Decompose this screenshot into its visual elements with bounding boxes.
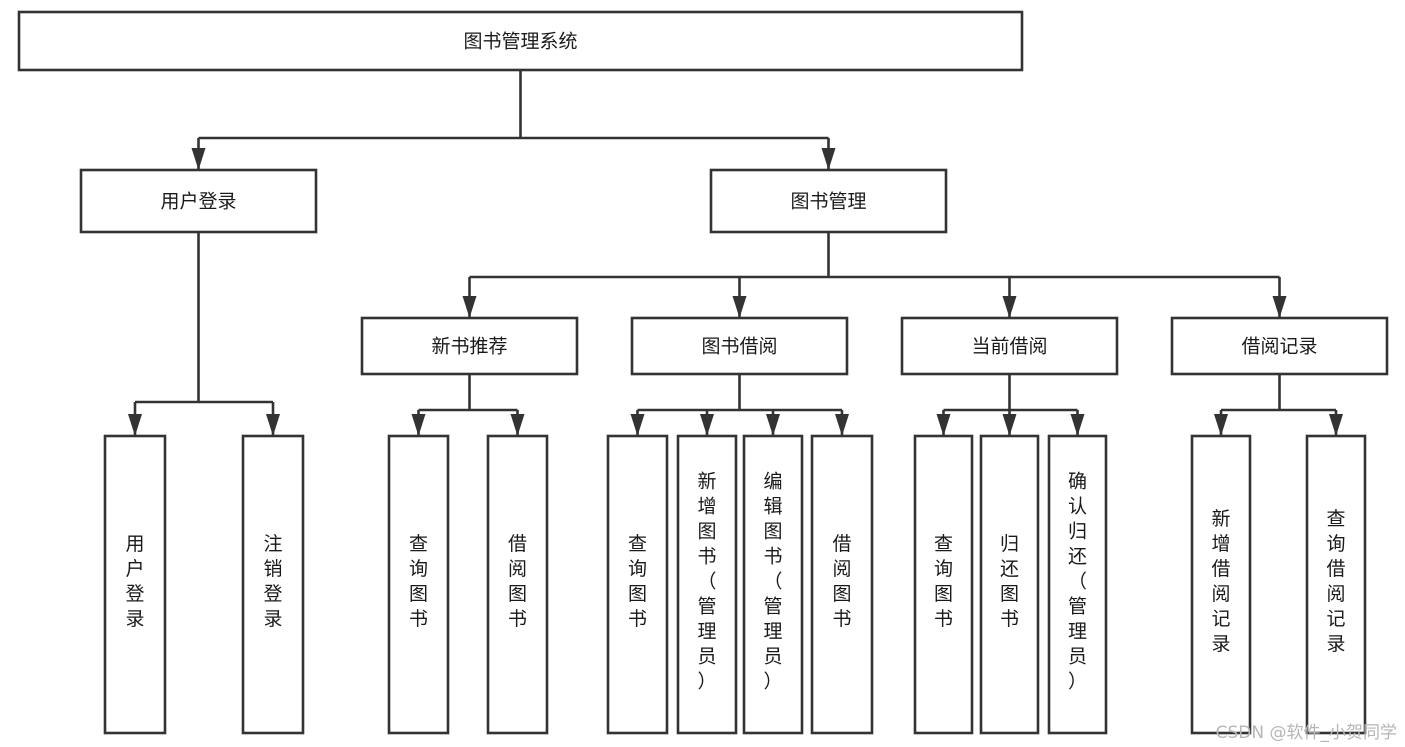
arrow-head-icon — [732, 296, 747, 318]
node-label-book-management: 图书管理 — [790, 191, 866, 213]
node-label-root: 图书管理系统 — [463, 31, 577, 53]
node-box-leaf-query-borrow-record[interactable] — [1305, 434, 1367, 735]
node-label-book-borrow: 图书借阅 — [701, 336, 777, 358]
node-leaf-confirm-return[interactable]: 确认归还（管理员） — [1047, 434, 1108, 735]
node-leaf-return-book[interactable]: 归还图书 — [979, 434, 1040, 735]
watermark-text: CSDN @软件_小贺同学 — [1215, 723, 1397, 743]
node-label-user-login: 用户登录 — [160, 191, 236, 213]
node-label-leaf-borrow-book-1: 借阅图书 — [508, 533, 527, 630]
node-label-leaf-add-borrow-record: 新增借阅记录 — [1211, 508, 1230, 655]
node-label-leaf-add-book: 新增图书（管理员） — [697, 471, 716, 693]
arrow-head-icon — [1214, 414, 1228, 436]
node-label-leaf-query-book-3: 查询图书 — [934, 533, 953, 630]
node-leaf-add-borrow-record[interactable]: 新增借阅记录 — [1190, 434, 1252, 735]
node-leaf-logout[interactable]: 注销登录 — [241, 434, 305, 735]
node-label-leaf-borrow-book-2: 借阅图书 — [832, 533, 851, 630]
node-box-leaf-return-book[interactable] — [979, 434, 1040, 735]
node-box-leaf-borrow-book-2[interactable] — [810, 434, 874, 735]
arrow-head-icon — [411, 414, 426, 436]
node-current-borrow[interactable]: 当前借阅 — [900, 316, 1119, 376]
node-box-leaf-add-borrow-record[interactable] — [1190, 434, 1252, 735]
arrow-head-icon — [630, 414, 645, 436]
arrow-head-icon — [462, 296, 477, 318]
node-box-leaf-add-book[interactable] — [676, 434, 738, 735]
connector-lines — [128, 70, 1343, 436]
node-leaf-user-login[interactable]: 用户登录 — [103, 434, 167, 735]
node-leaf-add-book[interactable]: 新增图书（管理员） — [676, 434, 738, 735]
node-leaf-edit-book[interactable]: 编辑图书（管理员） — [742, 434, 804, 735]
node-label-leaf-query-book-2: 查询图书 — [628, 533, 647, 630]
node-box-leaf-borrow-book-1[interactable] — [486, 434, 549, 735]
node-box-user-login[interactable] — [79, 168, 318, 234]
node-label-leaf-confirm-return: 确认归还（管理员） — [1068, 471, 1087, 693]
arrow-head-icon — [821, 148, 836, 170]
arrow-head-icon — [191, 148, 206, 170]
arrow-head-icon — [700, 414, 714, 436]
node-box-new-book-recommend[interactable] — [360, 316, 579, 376]
arrow-head-icon — [128, 414, 142, 436]
arrow-head-icon — [1002, 296, 1017, 318]
arrow-head-icon — [1070, 414, 1085, 436]
arrow-head-icon — [1002, 414, 1017, 436]
node-box-leaf-logout[interactable] — [241, 434, 305, 735]
arrow-head-icon — [266, 414, 280, 436]
node-box-leaf-query-book-2[interactable] — [606, 434, 669, 735]
node-label-current-borrow: 当前借阅 — [971, 336, 1047, 358]
node-boxes: 图书管理系统用户登录图书管理新书推荐图书借阅当前借阅借阅记录用户登录注销登录查询… — [17, 10, 1389, 735]
arrow-head-icon — [1329, 414, 1343, 436]
arrow-head-icon — [1272, 296, 1287, 318]
node-label-leaf-edit-book: 编辑图书（管理员） — [763, 471, 782, 693]
node-borrow-record[interactable]: 借阅记录 — [1170, 316, 1389, 376]
arrow-head-icon — [936, 414, 951, 436]
node-box-current-borrow[interactable] — [900, 316, 1119, 376]
node-box-borrow-record[interactable] — [1170, 316, 1389, 376]
node-leaf-query-book-1[interactable]: 查询图书 — [387, 434, 450, 735]
node-label-leaf-query-borrow-record: 查询借阅记录 — [1326, 508, 1345, 655]
node-box-book-management[interactable] — [709, 168, 948, 234]
node-box-leaf-query-book-1[interactable] — [387, 434, 450, 735]
node-box-leaf-user-login[interactable] — [103, 434, 167, 735]
node-label-borrow-record: 借阅记录 — [1241, 336, 1317, 358]
node-box-root[interactable] — [17, 10, 1024, 72]
node-box-leaf-confirm-return[interactable] — [1047, 434, 1108, 735]
arrow-head-icon — [766, 414, 780, 436]
node-user-login[interactable]: 用户登录 — [79, 168, 318, 234]
node-label-new-book-recommend: 新书推荐 — [431, 336, 507, 358]
node-book-management[interactable]: 图书管理 — [709, 168, 948, 234]
node-label-leaf-query-book-1: 查询图书 — [409, 533, 428, 630]
node-box-leaf-edit-book[interactable] — [742, 434, 804, 735]
arrow-head-icon — [835, 414, 849, 436]
node-leaf-query-borrow-record[interactable]: 查询借阅记录 — [1305, 434, 1367, 735]
node-leaf-borrow-book-1[interactable]: 借阅图书 — [486, 434, 549, 735]
node-leaf-borrow-book-2[interactable]: 借阅图书 — [810, 434, 874, 735]
node-leaf-query-book-2[interactable]: 查询图书 — [606, 434, 669, 735]
node-box-book-borrow[interactable] — [630, 316, 849, 376]
node-label-leaf-user-login: 用户登录 — [125, 533, 144, 630]
node-label-leaf-logout: 注销登录 — [263, 533, 282, 630]
node-book-borrow[interactable]: 图书借阅 — [630, 316, 849, 376]
node-box-leaf-query-book-3[interactable] — [913, 434, 974, 735]
node-new-book-recommend[interactable]: 新书推荐 — [360, 316, 579, 376]
arrow-head-icon — [510, 414, 525, 436]
node-root[interactable]: 图书管理系统 — [17, 10, 1024, 72]
node-label-leaf-return-book: 归还图书 — [1000, 533, 1019, 630]
node-leaf-query-book-3[interactable]: 查询图书 — [913, 434, 974, 735]
